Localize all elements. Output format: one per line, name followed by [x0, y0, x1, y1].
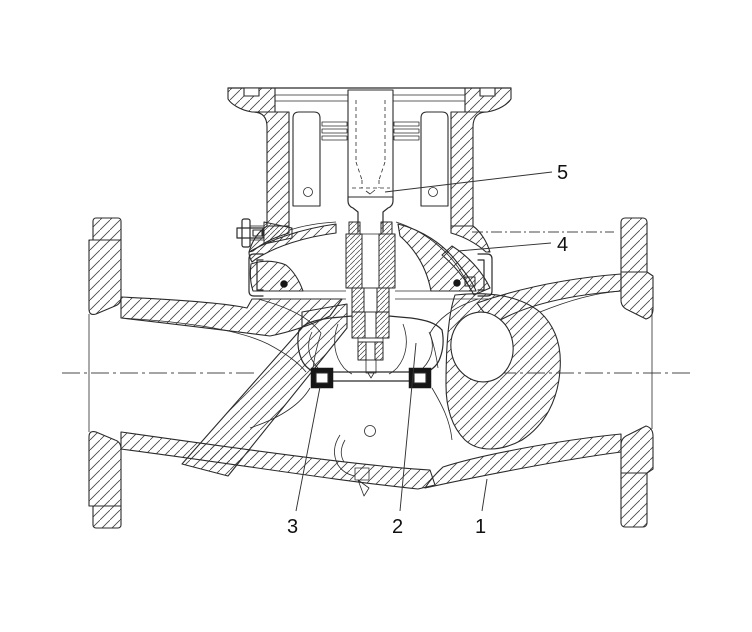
shaft [347, 196, 394, 233]
stool-base-right [450, 225, 491, 253]
shaft-assembly [347, 89, 394, 233]
leader-line-5 [384, 171, 553, 193]
volute-left-curve [249, 387, 311, 429]
callout-label-4: 4 [557, 234, 568, 256]
callout-label-1: 1 [475, 516, 486, 538]
left-flange [88, 217, 122, 529]
bearing-housing-left [292, 111, 321, 207]
o-ring-left [280, 280, 288, 288]
hidden-shaft-lines [352, 100, 390, 195]
stool-window-hole-left [303, 187, 313, 197]
casing-web [181, 303, 348, 477]
impeller-nut [357, 341, 367, 361]
shaft-tip [365, 359, 377, 374]
discharge-throat [450, 311, 514, 383]
callouts: 5 4 3 2 1 [287, 162, 568, 538]
suction-nozzle-curve [120, 317, 307, 373]
impeller-hub [351, 311, 366, 339]
wear-ring [310, 367, 432, 389]
leader-line-1 [481, 478, 488, 512]
volute-right-curve [431, 387, 453, 441]
flange-notch-right [479, 87, 496, 97]
stool-window-hole-right [428, 187, 438, 197]
stool-base-left [248, 225, 290, 253]
o-ring-right [453, 279, 461, 287]
coupling [347, 89, 394, 198]
motor-stool [227, 87, 512, 253]
leader-line-2 [399, 342, 417, 512]
drain-plug [334, 434, 370, 497]
impeller [297, 311, 444, 379]
volute-rib-hole [364, 425, 376, 437]
flange-notch-left [243, 87, 260, 97]
clamp-block-right [464, 276, 476, 287]
callout-label-5: 5 [557, 162, 568, 184]
coupling-guard-slots [321, 121, 420, 141]
head-casing-joint [255, 290, 488, 369]
leader-line-3 [295, 386, 321, 512]
leader-line-4 [457, 242, 552, 252]
callout-label-3: 3 [287, 516, 298, 538]
callout-label-2: 2 [392, 516, 403, 538]
pump-casing [88, 217, 654, 529]
right-flange [620, 217, 654, 528]
discharge-pipe-bottom-wall [424, 433, 622, 489]
clamp-left [248, 253, 264, 297]
discharge-inner-curve [539, 290, 622, 313]
bearing-housing-right [420, 111, 449, 207]
clamp-right [477, 253, 493, 297]
